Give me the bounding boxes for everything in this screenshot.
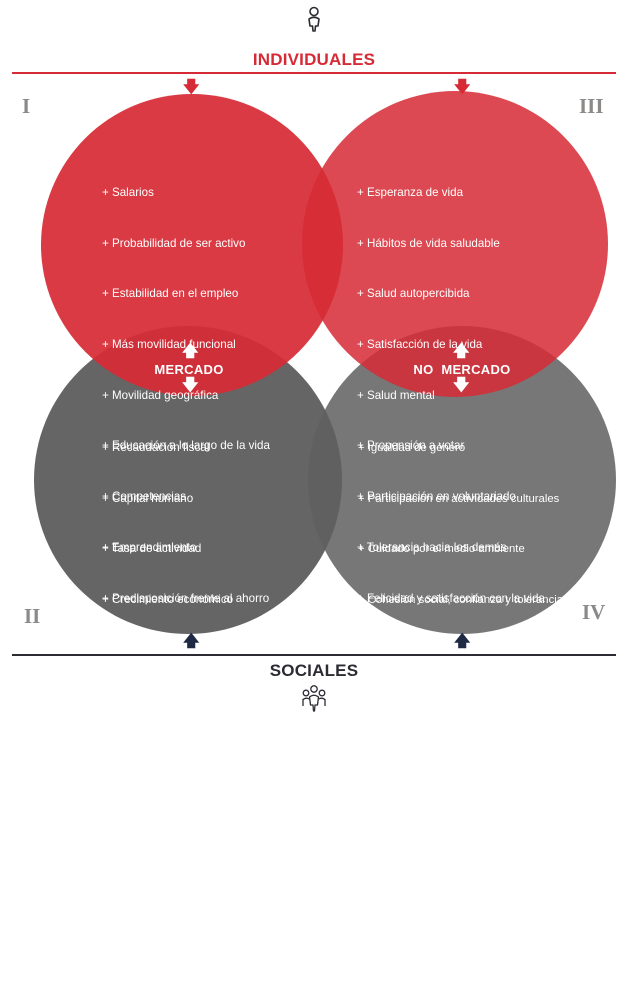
arrow-up-icon: 🡅 [183, 633, 200, 650]
list-item: + Flexibilidad mercado de trabajo [102, 694, 274, 708]
list-item: + Esperanza de vida [357, 185, 464, 199]
list-item: + Capital humano [102, 491, 194, 505]
list-item: + Predisposición frente al ahorro [102, 591, 270, 605]
list-item: + Cuidado por el medio ambiente [358, 543, 525, 556]
list-item: - Propensión a cometer delitos [357, 693, 518, 706]
arrow-up-icon: 🡅 [182, 343, 199, 360]
list-item: + Participación en voluntariado [357, 490, 516, 504]
list-item: + Crianza de los hijos [357, 642, 469, 656]
list-item: + Cohesión social, confianza y toleranci… [358, 593, 564, 606]
list-item: + Hábitos de vida saludable [357, 236, 500, 250]
list-item: + Recaudación fiscal [102, 440, 210, 454]
arrow-up-icon: 🡅 [454, 633, 471, 650]
quadrant-number-3: III [579, 94, 604, 118]
quadrant-number-1: I [22, 94, 31, 118]
list-item: + Propensión a votar [357, 439, 465, 453]
list-item: + Recaudación seguridad social [102, 846, 270, 860]
arrow-down-icon: 🡇 [182, 377, 199, 394]
list-item: de trabajo [102, 795, 164, 809]
list-item: + Salarios [102, 185, 154, 199]
list-item: - Tasa de criminalidad [358, 796, 468, 809]
list-item: - Tasa de desempleo [102, 897, 213, 911]
individual-heading: INDIVIDUALES [252, 50, 376, 69]
quadrant-number-2: II [24, 604, 41, 628]
arrow-down-icon: 🡇 [453, 377, 470, 394]
list-item: + Crecimiento económico [102, 592, 234, 606]
list-item: + Más movilidad funcional [102, 337, 236, 351]
social-heading: SOCIALES [269, 661, 359, 680]
list-item: + Productividad compañeros [102, 745, 250, 759]
arrow-up-icon: 🡅 [453, 343, 470, 360]
list-item: + Tolerancia hacia los demás [357, 540, 507, 554]
group-icon [302, 685, 326, 712]
circle-individual-market [41, 94, 343, 396]
list-item: + Movilidad geográfica [102, 388, 219, 402]
list-item: - Gasto público en salud [102, 948, 231, 961]
non-market-label: NO MERCADO [413, 362, 511, 377]
circle-individual-non-market [302, 91, 608, 397]
quadrant-number-4: IV [582, 600, 606, 624]
circle-social-non-market [308, 326, 616, 634]
list-item: + Capital social [358, 746, 435, 759]
list-item: + Educación a lo largo de la vida [102, 439, 270, 453]
list-item: + Probabilidad de ser activo [102, 236, 246, 250]
list-item: - Menor probabilidad de [102, 642, 228, 656]
list-individual-market: + Salarios + Probabilidad de ser activo … [102, 151, 270, 726]
list-individual-non-market: + Esperanza de vida + Hábitos de vida sa… [357, 151, 545, 726]
list-item: + Competencias [102, 490, 187, 504]
list-item: + Estabilidad política [358, 644, 462, 657]
list-item: + Salud mental [357, 388, 435, 402]
bottom-divider [12, 654, 616, 656]
person-icon [308, 6, 320, 32]
list-item: ser desempleado [102, 693, 201, 706]
list-item: + Renta per cápita [102, 643, 198, 657]
list-social-market: + Recaudación fiscal + Capital humano + … [102, 406, 273, 981]
list-item: + Salud autopercibida [357, 287, 470, 301]
list-item: + Tasa de actividad [102, 542, 202, 556]
list-item: + Participación en actividades culturale… [358, 492, 560, 505]
list-social-non-market: + Igualdad de género + Participación en … [358, 406, 563, 829]
arrow-down-icon: 🡇 [183, 79, 200, 96]
list-item: + Satisfacción de la vida [357, 337, 483, 351]
top-divider [12, 72, 616, 74]
list-item: + Movilidad social [358, 695, 448, 708]
circle-social-market [34, 326, 342, 634]
list-item: + Emprendimiento [102, 540, 197, 554]
list-item: + Igualdad de género [358, 441, 466, 454]
page: { "header": { "title": "INDIVIDUALES", "… [12, 6, 616, 712]
list-item: + Estabilidad en el empleo [102, 287, 239, 301]
market-label: MERCADO [154, 362, 224, 377]
venn-circles [34, 91, 616, 634]
list-item: + Felicidad y satisfacción con la vida [357, 591, 545, 605]
